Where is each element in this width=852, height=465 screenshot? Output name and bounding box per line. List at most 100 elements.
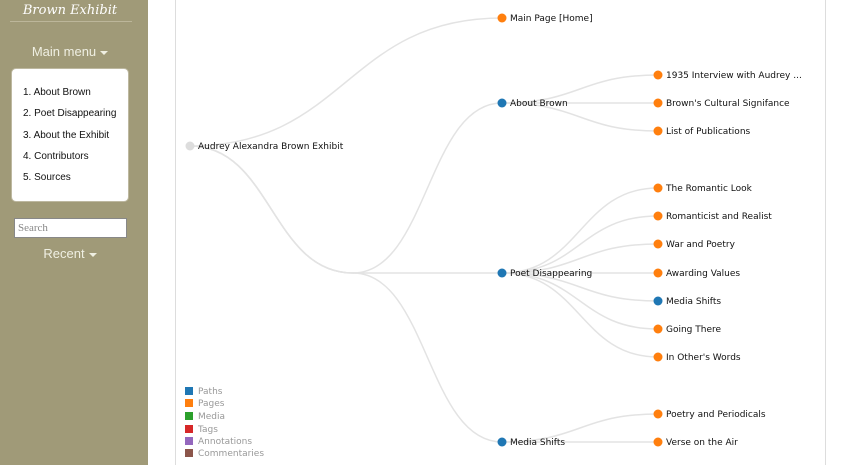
link-poet-disappearing-romanticist-and-realist [501,215,659,274]
node-verse-on-the-air[interactable]: Verse on the Air [653,437,739,449]
node-about-brown[interactable]: About Brown [497,98,568,110]
node-poetry-and-periodicals[interactable]: Poetry and Periodicals [653,409,766,421]
node-war-and-poetry[interactable]: War and Poetry [653,239,736,251]
site-title[interactable]: Brown Exhibit [22,3,118,18]
link-root-about-brown [189,102,503,274]
node-brown-s-cultural-signifance[interactable]: Brown's Cultural Signifance [653,98,791,110]
main-menu: 1. About Brown 2. Poet Disappearing 3. A… [11,68,129,202]
node-romanticist-and-realist-dot[interactable] [653,211,663,221]
node-brown-s-cultural-signifance-label[interactable]: Brown's Cultural Signifance [666,99,790,109]
legend-item-tags[interactable]: Tags [185,424,218,436]
node-awarding-values-label[interactable]: Awarding Values [666,269,740,279]
node-main-page-home[interactable]: Main Page [Home] [497,13,593,25]
legend-item-pages[interactable]: Pages [185,398,224,410]
menu-item-poet-disappearing[interactable]: 2. Poet Disappearing [23,108,117,119]
node-in-other-s-words-dot[interactable] [653,352,663,362]
node-poet-disappearing-label[interactable]: Poet Disappearing [510,269,592,279]
menu-item-about-the-exhibit[interactable]: 3. About the Exhibit [23,130,110,141]
node-list-of-publications-dot[interactable] [653,126,663,136]
node-root[interactable]: Audrey Alexandra Brown Exhibit [185,141,344,153]
node-main-page-home-label[interactable]: Main Page [Home] [510,14,593,24]
legend-swatch-annotations [185,437,193,445]
node-poet-disappearing[interactable]: Poet Disappearing [497,268,593,280]
node-list-of-publications-label[interactable]: List of Publications [666,127,751,137]
node-romanticist-and-realist-label[interactable]: Romanticist and Realist [666,212,772,222]
legend-swatch-media [185,412,193,420]
node-going-there-label[interactable]: Going There [666,325,722,335]
node-awarding-values[interactable]: Awarding Values [653,268,741,280]
node-root-dot[interactable] [185,141,195,151]
legend-label-commentaries: Commentaries [198,449,265,459]
legend-label-tags: Tags [198,425,218,435]
legend-swatch-commentaries [185,449,193,457]
node-main-page-home-dot[interactable] [497,13,507,23]
caret-down-icon [100,50,109,55]
node-poet-disappearing-dot[interactable] [497,268,507,278]
path-tree-graph[interactable]: Audrey Alexandra Brown Exhibit Main Page … [176,0,827,465]
legend-item-media[interactable]: Media [185,411,225,423]
node-going-there[interactable]: Going There [653,324,722,336]
node-media-shifts[interactable]: Media Shifts [497,437,566,449]
node-war-and-poetry-label[interactable]: War and Poetry [666,240,736,250]
node-the-romantic-look[interactable]: The Romantic Look [653,183,753,195]
node-in-other-s-words[interactable]: In Other's Words [653,352,741,364]
node-romanticist-and-realist[interactable]: Romanticist and Realist [653,211,773,223]
graph-links [189,17,659,443]
node-brown-s-cultural-signifance-dot[interactable] [653,98,663,108]
link-about-brown-list-of-publications [501,102,659,132]
node-media-shifts-dot[interactable] [653,296,663,306]
node-in-other-s-words-label[interactable]: In Other's Words [666,353,741,363]
recent-label: Recent [43,246,85,261]
link-media-shifts-poetry-and-periodicals [501,413,659,443]
legend-item-commentaries[interactable]: Commentaries [185,448,264,460]
link-poet-disappearing-media-shifts [501,272,659,302]
link-poet-disappearing-war-and-poetry [501,243,659,274]
link-poet-disappearing-going-there [501,272,659,330]
node-root-label[interactable]: Audrey Alexandra Brown Exhibit [198,142,344,152]
legend-item-paths[interactable]: Paths [185,386,222,398]
legend-swatch-tags [185,425,193,433]
node-awarding-values-dot[interactable] [653,268,663,278]
node-media-shifts-label[interactable]: Media Shifts [666,297,721,307]
node-1935-interview-with-audrey-dot[interactable] [653,70,663,80]
graph-nodes: Audrey Alexandra Brown Exhibit Main Page … [185,13,802,449]
node-war-and-poetry-dot[interactable] [653,239,663,249]
link-poet-disappearing-the-romantic-look [501,187,659,274]
title-divider [10,21,132,22]
node-the-romantic-look-dot[interactable] [653,183,663,193]
link-poet-disappearing-in-other-s-words [501,272,659,358]
path-graph-panel: Audrey Alexandra Brown Exhibit Main Page … [175,0,826,465]
node-1935-interview-with-audrey-label[interactable]: 1935 Interview with Audrey ... [666,71,802,81]
node-media-shifts-label[interactable]: Media Shifts [510,438,565,448]
legend-swatch-paths [185,387,193,395]
caret-down-icon [88,252,97,257]
menu-item-about-brown[interactable]: 1. About Brown [23,87,91,98]
legend-label-paths: Paths [198,387,223,397]
menu-item-sources[interactable]: 5. Sources [23,172,71,183]
node-list-of-publications[interactable]: List of Publications [653,126,751,138]
menu-item-contributors[interactable]: 4. Contributors [23,151,89,162]
node-poetry-and-periodicals-dot[interactable] [653,409,663,419]
node-verse-on-the-air-dot[interactable] [653,437,663,447]
sidebar: Brown Exhibit Main menu 1. About Brown 2… [0,0,148,465]
search-input[interactable] [14,218,127,238]
main-menu-toggle[interactable]: Main menu [0,44,140,59]
node-verse-on-the-air-label[interactable]: Verse on the Air [666,438,738,448]
link-about-brown-1935-interview-with-audrey [501,74,659,104]
link-root-media-shifts [189,145,503,443]
link-root-main-page-home [189,17,503,147]
node-the-romantic-look-label[interactable]: The Romantic Look [665,184,753,194]
legend-label-pages: Pages [198,399,225,409]
node-poetry-and-periodicals-label[interactable]: Poetry and Periodicals [666,410,766,420]
node-media-shifts-dot[interactable] [497,437,507,447]
recent-toggle[interactable]: Recent [0,246,140,261]
node-media-shifts[interactable]: Media Shifts [653,296,722,308]
legend-label-annotations: Annotations [198,437,253,447]
legend-item-annotations[interactable]: Annotations [185,436,252,448]
legend-label-media: Media [198,412,226,422]
node-about-brown-label[interactable]: About Brown [510,99,568,109]
node-going-there-dot[interactable] [653,324,663,334]
node-1935-interview-with-audrey[interactable]: 1935 Interview with Audrey ... [653,70,802,82]
node-about-brown-dot[interactable] [497,98,507,108]
main-menu-label: Main menu [31,44,97,59]
